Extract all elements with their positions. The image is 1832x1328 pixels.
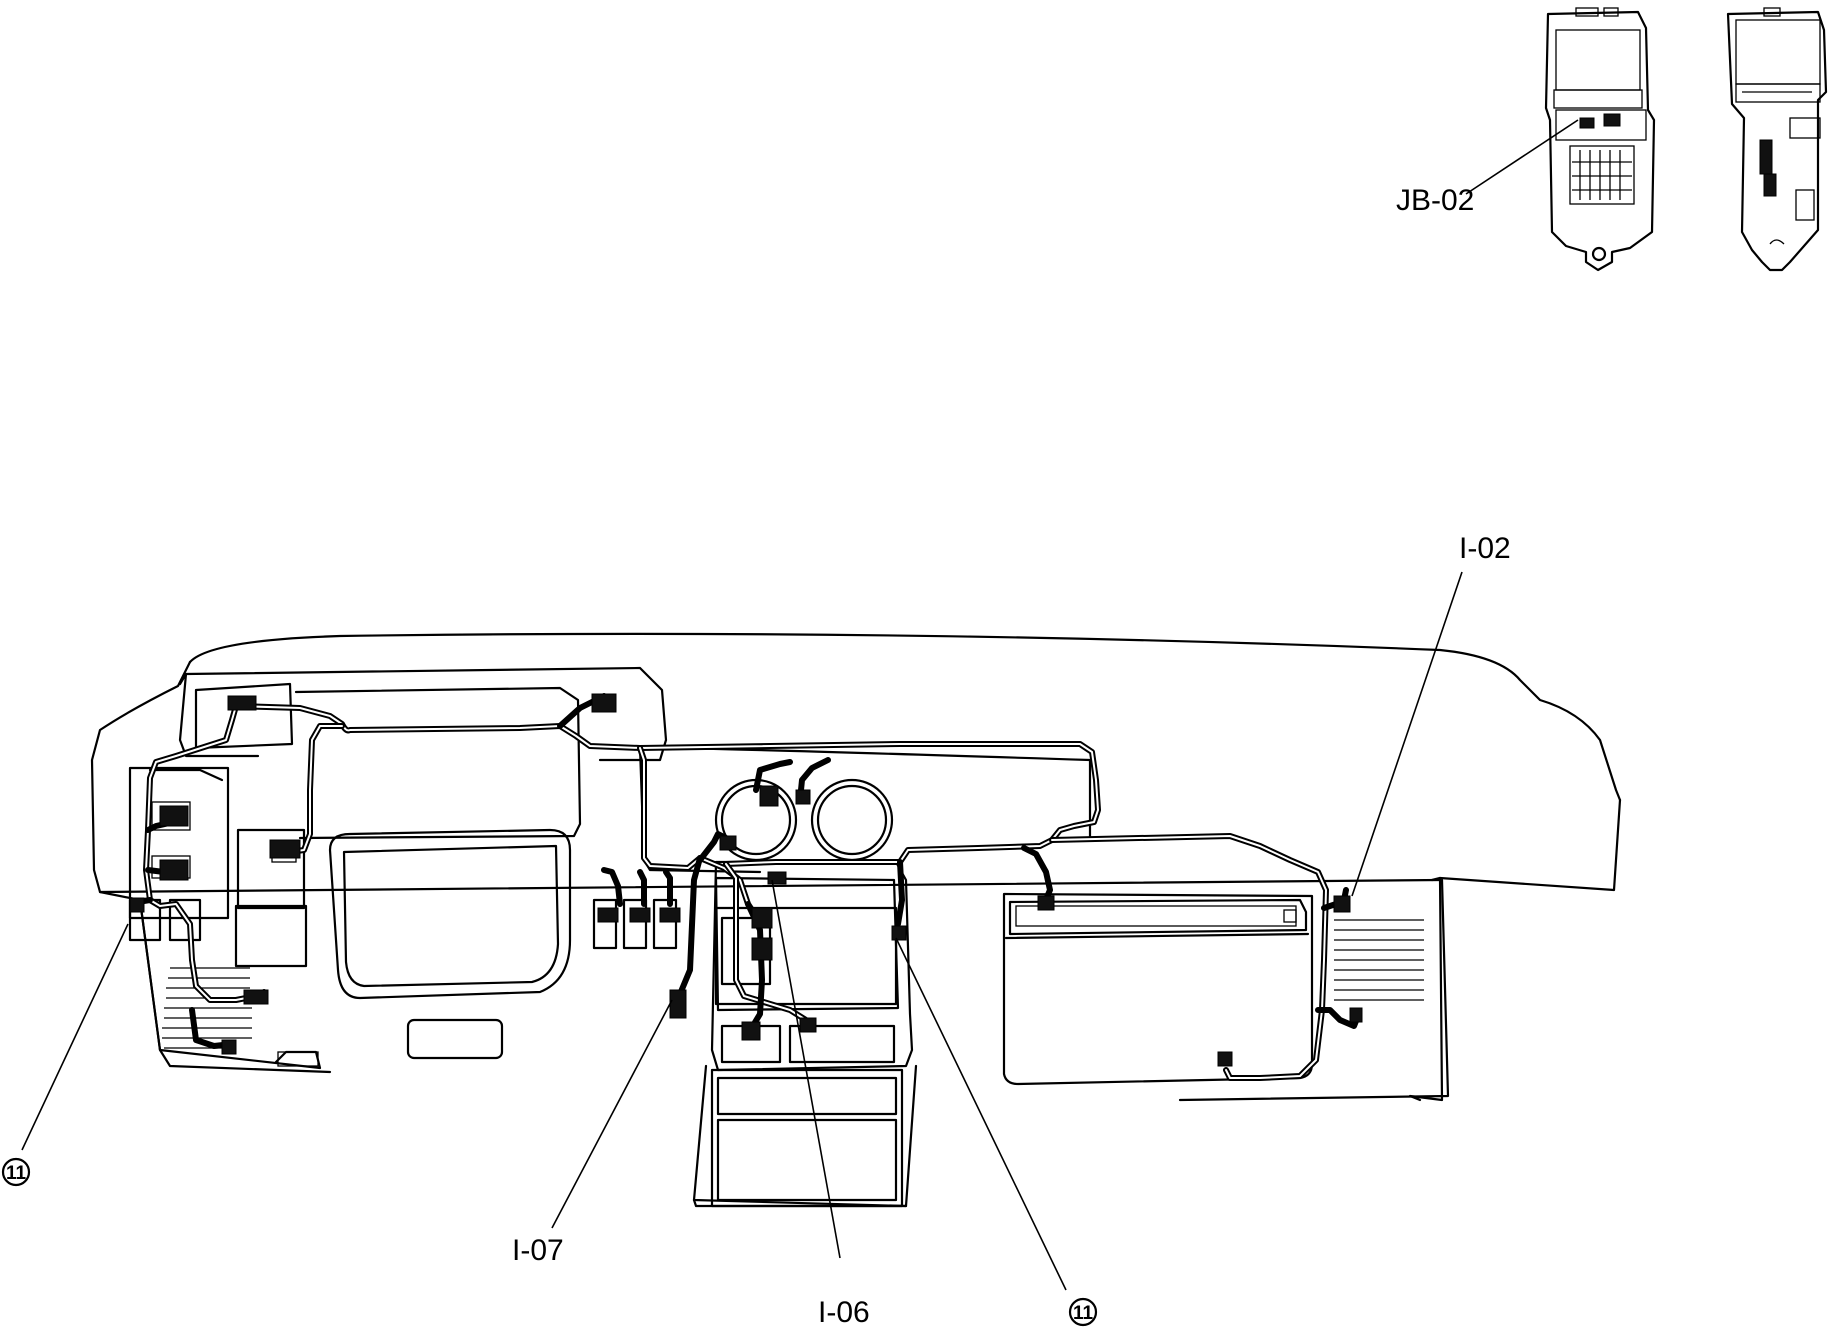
ground-circle-left-icon: [1, 1157, 31, 1187]
junction-block-side-view: [1726, 7, 1828, 272]
label-i-02: I-02: [1459, 532, 1511, 565]
label-i-07: I-07: [512, 1234, 564, 1267]
wire-harness: [129, 693, 1361, 1081]
ground-circle-right-icon: [1068, 1297, 1098, 1327]
label-jb-02: JB-02: [1396, 184, 1474, 217]
leader-lines: [21, 119, 1579, 1291]
left-speaker-grille: [162, 967, 252, 1049]
ground-number-right: 11: [1073, 1303, 1094, 1324]
junction-block-front-view: [1544, 7, 1656, 272]
ground-point-left-label: 11: [1, 1157, 31, 1187]
ground-point-right-label: 11: [1068, 1297, 1098, 1327]
fuse-grid: [1572, 150, 1632, 200]
label-i-06: I-06: [818, 1296, 870, 1328]
right-speaker-grille: [1334, 919, 1424, 1001]
dashboard-panel: [90, 632, 1622, 1208]
connectors: [129, 693, 1363, 1067]
ground-number-left: 11: [6, 1163, 27, 1184]
